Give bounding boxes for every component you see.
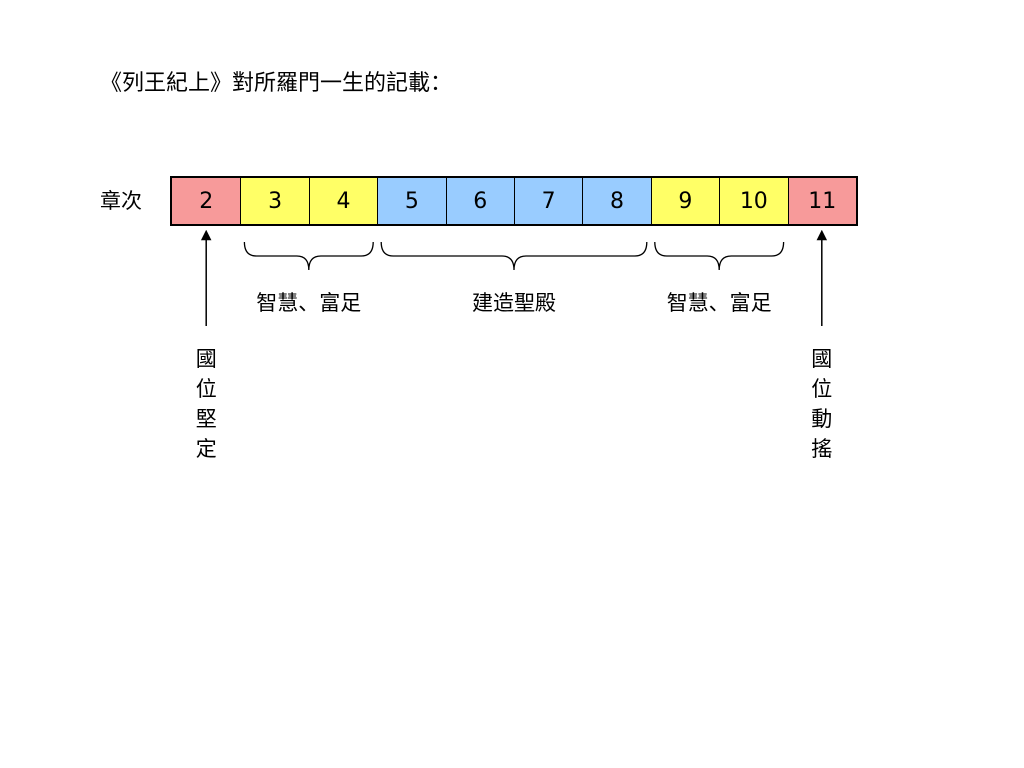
marker-note-char: 動 — [811, 407, 833, 431]
chapter-cell-9: 9 — [650, 178, 720, 224]
marker-note-char: 堅 — [195, 407, 217, 431]
group-brace — [654, 241, 785, 271]
chapter-cell-7: 7 — [513, 178, 583, 224]
marker-note-char: 定 — [195, 437, 217, 461]
chapter-cell-3: 3 — [240, 178, 309, 224]
chapter-cell-6: 6 — [445, 178, 514, 224]
marker-note-char: 位 — [195, 377, 217, 401]
group-caption: 智慧、富足 — [666, 291, 772, 315]
chapter-cell-2: 2 — [172, 178, 241, 224]
group-caption: 智慧、富足 — [256, 291, 362, 315]
marker-note-char: 位 — [811, 377, 833, 401]
chapter-cell-5: 5 — [377, 178, 446, 224]
marker-note: 國位堅定 — [193, 344, 219, 464]
marker-note-char: 國 — [195, 347, 217, 371]
marker-note: 國位動搖 — [809, 344, 835, 464]
group-brace — [380, 241, 648, 271]
chapter-cell-8: 8 — [582, 178, 651, 224]
marker-note-char: 國 — [811, 347, 833, 371]
group-brace — [243, 241, 374, 271]
chapter-cell-4: 4 — [308, 178, 378, 224]
group-caption: 建造聖殿 — [472, 291, 556, 315]
chapter-cell-10: 10 — [719, 178, 788, 224]
marker-note-char: 搖 — [811, 437, 833, 461]
page-title: 《列王紀上》對所羅門一生的記載： — [100, 71, 453, 96]
chapter-row-label: 章次 — [100, 189, 142, 213]
chapter-cell-11: 11 — [787, 178, 856, 224]
